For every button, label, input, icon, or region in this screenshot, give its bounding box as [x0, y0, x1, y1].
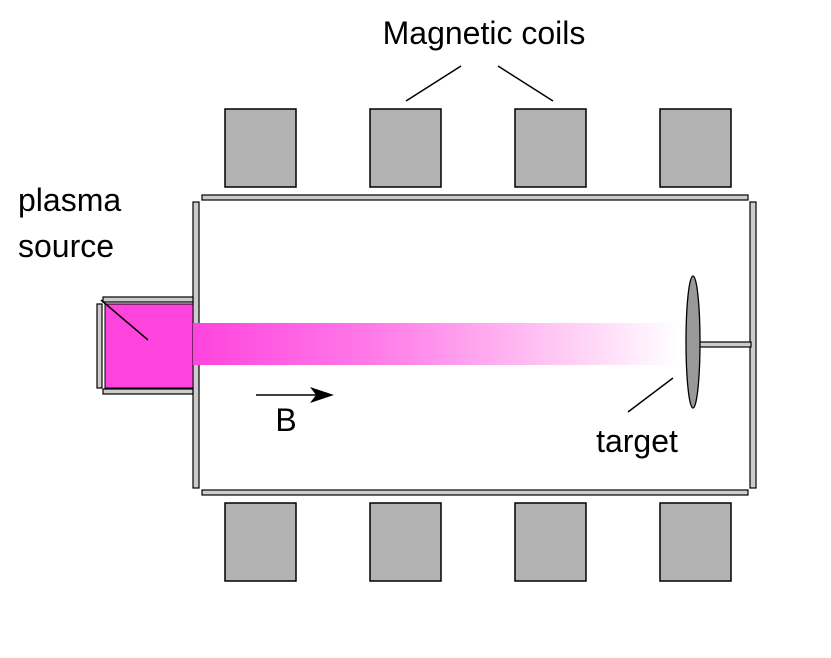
- magnetic-coil: [369, 502, 442, 582]
- magnetic-coil: [224, 502, 297, 582]
- magnetic-coil: [659, 108, 732, 188]
- source-housing-back: [96, 303, 103, 389]
- target-leader-line: [627, 377, 674, 413]
- magnetic-coils-label: Magnetic coils: [383, 15, 586, 51]
- magnetic-coil: [224, 108, 297, 188]
- plasma-beam: [193, 323, 678, 365]
- source-housing-top: [102, 296, 194, 303]
- coil-leader-line: [405, 65, 462, 102]
- source-plasma-block: [104, 303, 194, 389]
- source-leader-line: [100, 299, 149, 341]
- target-label: target: [596, 423, 678, 459]
- arrow-head-icon: [310, 387, 334, 403]
- magnetic-field-label: B: [275, 402, 296, 438]
- chamber-wall-bottom: [201, 489, 749, 496]
- bottom-coils: [224, 502, 732, 582]
- plasma-source: [96, 296, 194, 395]
- target-disk: [685, 275, 701, 409]
- plasma-source-label-line1: plasma: [18, 182, 121, 218]
- leader-lines: [100, 65, 674, 413]
- magnetic-coil: [659, 502, 732, 582]
- target-holder-rod: [698, 341, 752, 348]
- source-housing-bottom: [102, 388, 194, 395]
- chamber-wall-top: [201, 194, 749, 201]
- top-coils: [224, 108, 732, 188]
- plasma-source-label-line2: source: [18, 228, 114, 264]
- coil-leader-line: [497, 65, 554, 102]
- target-assembly: [685, 275, 752, 409]
- magnetic-coil: [514, 108, 587, 188]
- field-arrow: [256, 387, 334, 403]
- magnetic-coil: [369, 108, 442, 188]
- magnetic-coil: [514, 502, 587, 582]
